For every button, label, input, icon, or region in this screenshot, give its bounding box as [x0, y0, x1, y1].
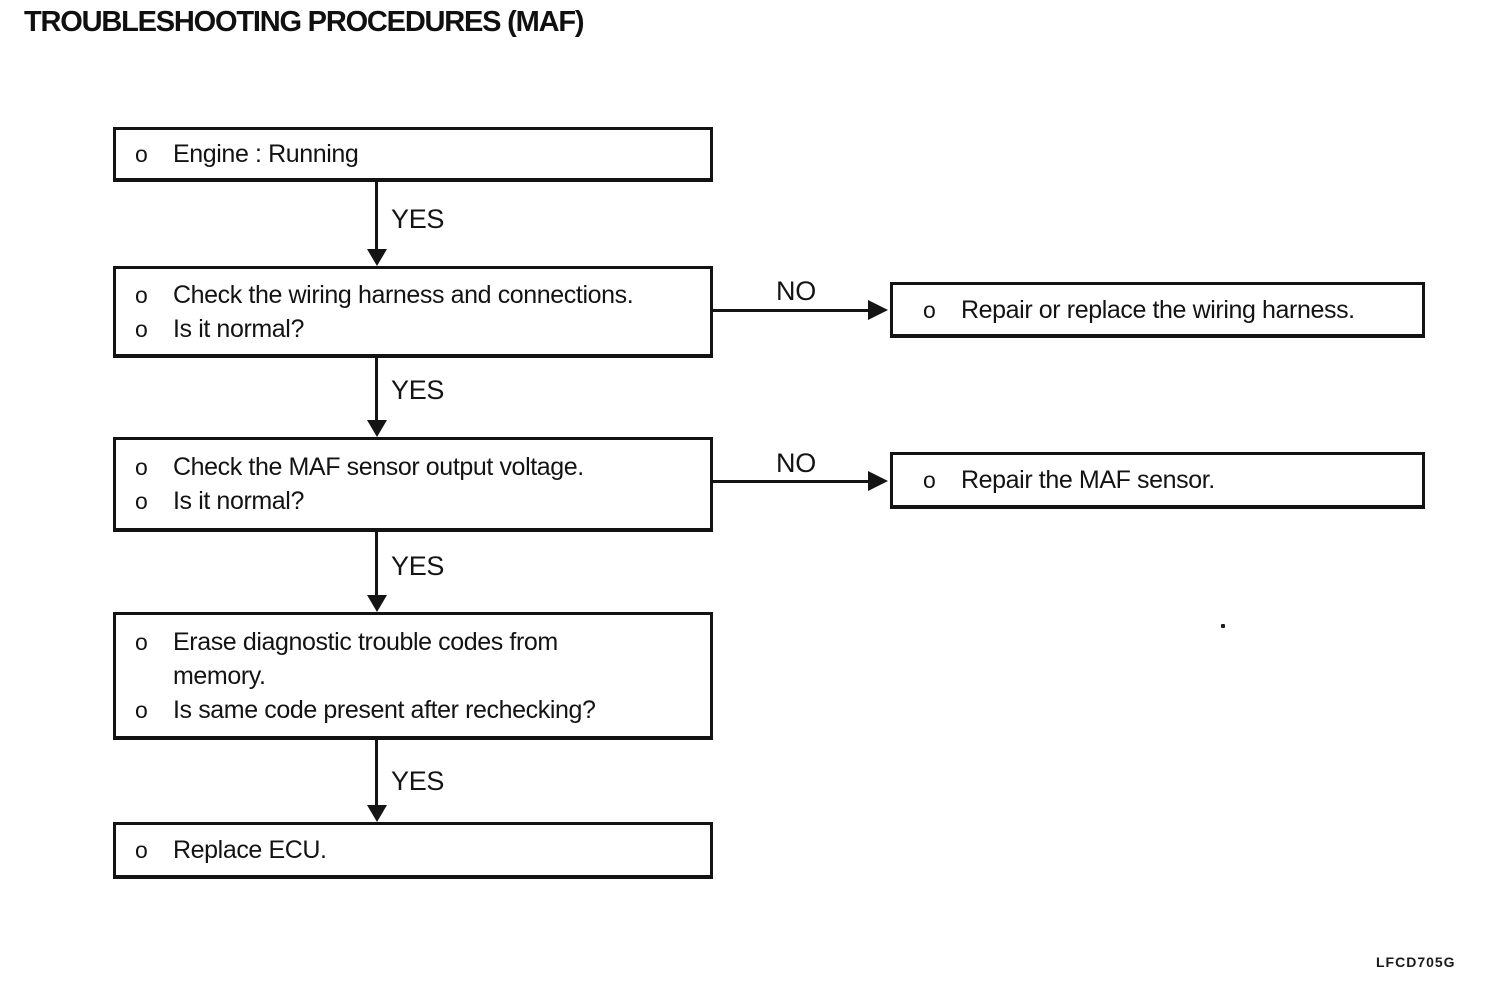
step-line: o Check the wiring harness and connectio…: [135, 278, 702, 312]
bullet-marker: o: [135, 628, 148, 655]
flow-step-check-maf-voltage: o Check the MAF sensor output voltage. o…: [113, 437, 713, 532]
step-line: o Repair or replace the wiring harness.: [923, 293, 1416, 327]
flow-step-repair-wiring: o Repair or replace the wiring harness.: [890, 282, 1425, 338]
step-line: o Engine : Running: [135, 137, 702, 171]
step-line: o Is it normal?: [135, 484, 702, 518]
flow-step-repair-maf: o Repair the MAF sensor.: [890, 452, 1425, 509]
step-line: o Erase diagnostic trouble codes from: [135, 625, 702, 659]
step-text: Repair the MAF sensor.: [961, 466, 1215, 494]
step-text: Is it normal?: [173, 314, 304, 343]
no-connector-line-1: [713, 309, 870, 312]
flow-step-replace-ecu: o Replace ECU.: [113, 822, 713, 879]
step-text: Is same code present after rechecking?: [173, 695, 596, 724]
no-label-2: NO: [776, 448, 816, 478]
step-line: o Is same code present after rechecking?: [135, 693, 702, 727]
bullet-marker: o: [923, 467, 936, 493]
bullet-marker: o: [135, 696, 148, 723]
step-line: o Is it normal?: [135, 312, 702, 346]
bullet-marker: o: [135, 454, 148, 480]
flow-step-check-wiring: o Check the wiring harness and connectio…: [113, 266, 713, 358]
step-text: Check the MAF sensor output voltage.: [173, 453, 584, 481]
figure-code: LFCD705G: [1376, 954, 1456, 970]
arrow-right-icon: [868, 300, 888, 320]
arrow-down-icon: [367, 595, 387, 612]
step-line: o Repair the MAF sensor.: [923, 463, 1416, 497]
bullet-marker: o: [135, 837, 148, 863]
step-text: memory.: [173, 661, 266, 690]
flow-step-engine-running: o Engine : Running: [113, 127, 713, 182]
bullet-marker: o: [135, 281, 148, 308]
no-connector-line-2: [713, 480, 870, 483]
arrow-down-icon: [367, 249, 387, 266]
step-line: memory.: [135, 659, 702, 693]
page-title: TROUBLESHOOTING PROCEDURES (MAF): [24, 6, 585, 38]
step-text: Engine : Running: [173, 140, 359, 168]
no-label-1: NO: [776, 276, 816, 306]
bullet-marker: o: [135, 141, 148, 167]
yes-label-3: YES: [391, 551, 445, 581]
bullet-marker: o: [923, 296, 936, 323]
yes-connector-line-3: [375, 532, 378, 598]
yes-connector-line-4: [375, 740, 378, 808]
yes-label-4: YES: [391, 766, 445, 796]
step-text: Check the wiring harness and connections…: [173, 280, 634, 309]
bullet-marker: o: [135, 315, 148, 342]
step-line: o Check the MAF sensor output voltage.: [135, 450, 702, 484]
yes-connector-line-1: [375, 182, 378, 252]
step-text: Replace ECU.: [173, 836, 327, 864]
scan-speck: [1221, 624, 1225, 628]
step-text: Repair or replace the wiring harness.: [961, 295, 1355, 324]
step-text: Erase diagnostic trouble codes from: [173, 627, 558, 656]
step-line: o Replace ECU.: [135, 833, 702, 867]
step-text: Is it normal?: [173, 487, 304, 515]
yes-label-2: YES: [391, 375, 445, 405]
flow-step-erase-codes: o Erase diagnostic trouble codes from me…: [113, 612, 713, 740]
arrow-down-icon: [367, 420, 387, 437]
yes-connector-line-2: [375, 358, 378, 424]
arrow-down-icon: [367, 805, 387, 822]
yes-label-1: YES: [391, 204, 445, 234]
arrow-right-icon: [868, 471, 888, 491]
bullet-marker: o: [135, 488, 148, 514]
